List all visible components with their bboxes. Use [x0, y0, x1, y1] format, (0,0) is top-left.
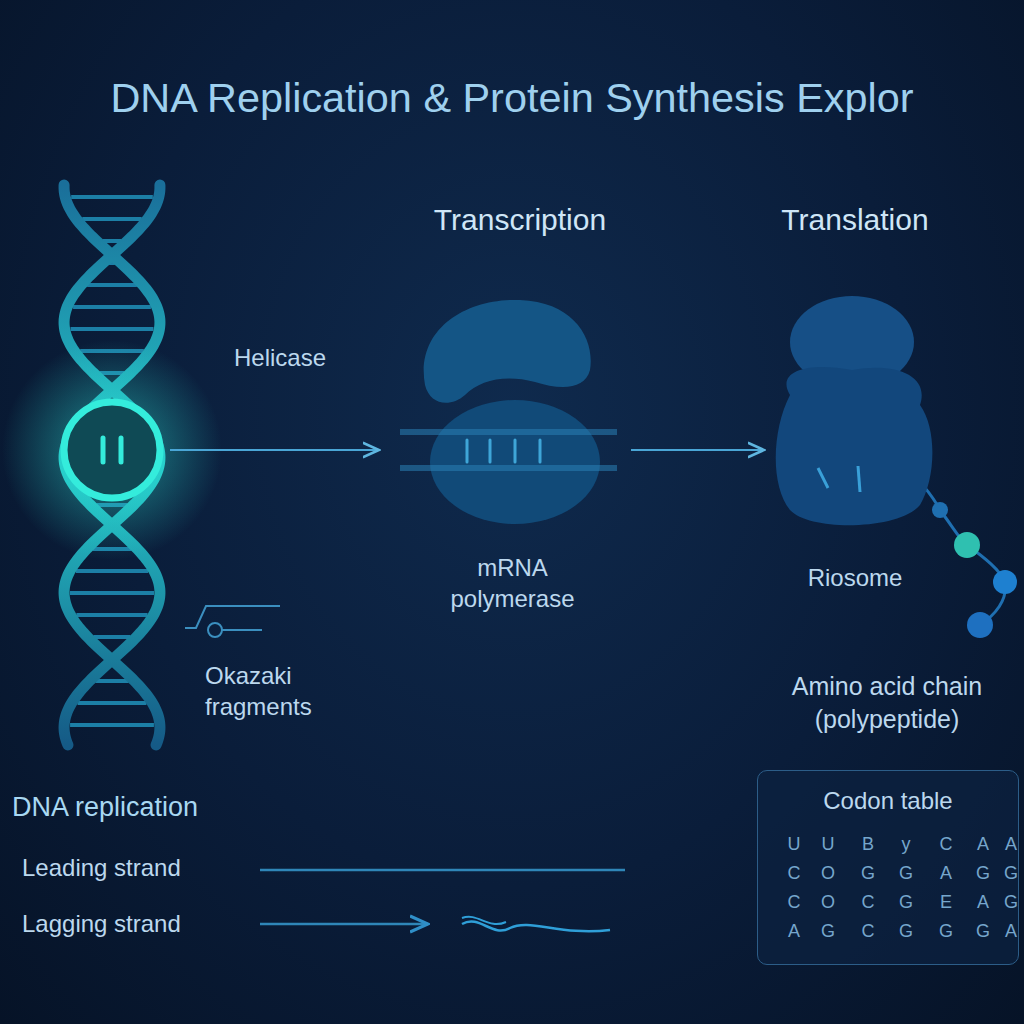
base-pair — [82, 217, 141, 221]
helicase-circle: Helicase — [60, 398, 164, 502]
lagging-fragment — [462, 917, 506, 924]
helicase-circle-outline — [60, 398, 164, 502]
enzyme-label: mRNA polymerase — [425, 552, 600, 614]
trna-mark — [858, 466, 860, 492]
table-cell: A — [784, 920, 804, 943]
table-cell: G — [1001, 862, 1021, 885]
table-cell: y — [896, 833, 916, 856]
chain-label: Amino acid chain (polypeptide) — [762, 670, 1012, 735]
table-cell: A — [973, 833, 993, 856]
polymerase-top — [424, 300, 591, 403]
flow-arrow — [631, 449, 764, 451]
dna-strand — [400, 429, 617, 435]
flow-arrow — [170, 449, 379, 451]
base-pair — [70, 723, 154, 727]
table-cell: G — [973, 920, 993, 943]
table-cell: C — [936, 833, 956, 856]
table-cell: C — [858, 891, 878, 914]
table-cell: O — [818, 862, 838, 885]
table-cell: U — [784, 833, 804, 856]
base-pair — [87, 283, 137, 287]
table-cell: G — [896, 920, 916, 943]
table-cell: A — [973, 891, 993, 914]
base-pair — [95, 679, 128, 683]
strand-label: Leading strand — [22, 852, 242, 883]
table-cell: E — [936, 891, 956, 914]
nucleotide-tick — [466, 440, 469, 462]
table-cell: G — [936, 920, 956, 943]
dna-helix — [64, 185, 160, 745]
table-cell: O — [818, 891, 838, 914]
table-heading: Codon table — [758, 785, 1018, 816]
base-pair — [71, 195, 153, 199]
helicase-bar — [101, 438, 106, 462]
table-cell: G — [896, 891, 916, 914]
lagging-strand-arrow — [260, 923, 428, 926]
table-cell: C — [784, 891, 804, 914]
ribosome-shape: TranslationRiosome — [770, 290, 940, 610]
base-pair — [78, 701, 147, 705]
table-cell: A — [936, 862, 956, 885]
table-cell: G — [858, 862, 878, 885]
dna-strand — [400, 465, 617, 471]
nucleotide-tick — [489, 440, 492, 462]
table-cell: G — [896, 862, 916, 885]
stage-heading: Translation — [720, 200, 990, 239]
base-pair — [73, 305, 151, 309]
page-title: DNA Replication & Protein Synthesis Expl… — [0, 72, 1024, 126]
table-cell: A — [1001, 920, 1021, 943]
nucleotide-tick — [539, 440, 542, 462]
section-heading: DNA replication — [12, 790, 272, 825]
polymerase-shape: TranscriptionmRNA polymerase — [385, 290, 625, 610]
okazaki-fragment-symbol — [185, 606, 280, 637]
table-cell: C — [784, 862, 804, 885]
helicase-bar — [119, 438, 124, 462]
base-pair — [71, 327, 154, 331]
base-pair — [76, 569, 148, 573]
table-cell: U — [818, 833, 838, 856]
table-cell: G — [1001, 891, 1021, 914]
helix-strand — [64, 185, 160, 745]
stage-heading: Transcription — [385, 200, 655, 239]
large-subunit — [776, 367, 933, 525]
leading-strand-line — [260, 869, 625, 872]
helicase-label: Helicase — [234, 342, 374, 373]
table-cell: G — [973, 862, 993, 885]
nucleotide-tick — [514, 440, 517, 462]
lagging-fragment — [462, 922, 610, 932]
base-pair — [70, 591, 154, 595]
base-pair — [94, 635, 131, 639]
helicase-ring — [64, 402, 160, 498]
strand-label: Lagging strand — [22, 908, 242, 939]
table-cell: B — [858, 833, 878, 856]
helix-strand — [64, 185, 160, 745]
table-cell: A — [1001, 833, 1021, 856]
ribosome-label: Riosome — [770, 562, 940, 593]
codon-table-box: Codon tableUUByCAACOGGAGGCOCGEAGAGCGGGA — [757, 770, 1019, 965]
table-cell: C — [858, 920, 878, 943]
polymerase-body — [430, 400, 600, 524]
trna-mark — [818, 468, 828, 488]
okazaki-label: Okazaki fragments — [205, 660, 375, 722]
table-cell: G — [818, 920, 838, 943]
ribosome-shape-outline — [770, 290, 940, 610]
base-pair — [76, 613, 147, 617]
